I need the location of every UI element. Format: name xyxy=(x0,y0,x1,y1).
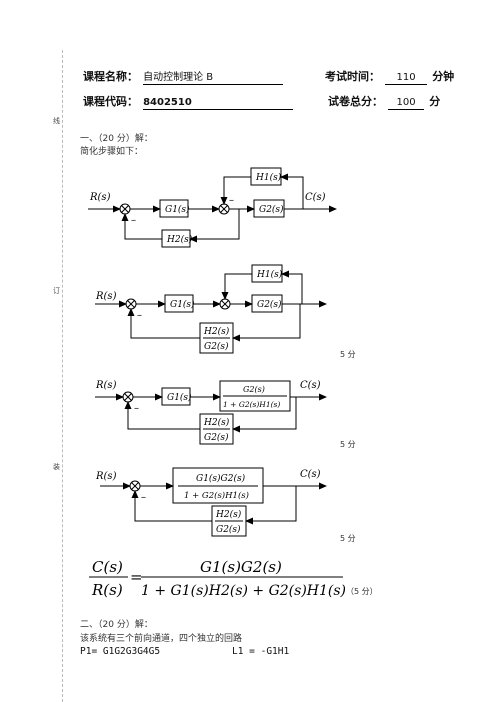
binding-line xyxy=(62,50,63,702)
d3-G2-num: G2(s) xyxy=(243,385,265,394)
d2-H1-label: H1(s) xyxy=(256,269,283,280)
total-score-unit: 分 xyxy=(429,95,441,108)
q2-p1: P1= G1G2G3G4G5 xyxy=(80,646,161,657)
formula-score: （5 分） xyxy=(346,587,378,596)
diagram-original: R(s) – G1(s) – G2(s) C(s) H1(s) H2(s) xyxy=(88,167,337,248)
formula-lhs-den: R(s) xyxy=(91,581,123,599)
q2-intro: 该系统有三个前向通道，四个独立的回路 xyxy=(80,634,243,644)
d3-G2-den: 1 + G2(s)H1(s) xyxy=(223,400,280,409)
course-name-value: 自动控制理论 B xyxy=(143,68,284,85)
d1-G2-label: G2(s) xyxy=(259,204,284,215)
q2-l1: L1 = -G1H1 xyxy=(232,646,290,657)
d3-C-label: C(s) xyxy=(300,380,321,391)
course-code-row: 课程代码： 8402510 xyxy=(83,90,294,110)
d2-minus-1: – xyxy=(137,310,142,321)
course-code-label: 课程代码： xyxy=(83,95,138,108)
score-step-3: 5 分 xyxy=(340,440,356,449)
d1-G1-label: G1(s) xyxy=(165,204,190,215)
q2-title: 二、（20 分）解： xyxy=(80,620,153,630)
d3-G1-label: G1(s) xyxy=(167,392,192,403)
score-step-2: 5 分 xyxy=(340,350,356,359)
total-score-value: 100 xyxy=(388,97,425,110)
binding-mark-xian: 线 xyxy=(53,117,60,125)
diagram-step-2: R(s) – G1(s) G2(s) H1(s) H2(s) G2(s) xyxy=(95,264,327,354)
exam-time-value: 110 xyxy=(385,72,428,85)
binding-mark-zhuang: 装 xyxy=(53,463,60,471)
d4-minus: – xyxy=(141,492,146,503)
score-step-4: 5 分 xyxy=(340,534,356,543)
binding-mark-ding: 订 xyxy=(53,287,60,295)
diagram-step-3: R(s) – G1(s) G2(s) 1 + G2(s)H1(s) C(s) H… xyxy=(95,380,327,445)
d3-H2-num: H2(s) xyxy=(203,417,230,428)
d3-R-label: R(s) xyxy=(95,380,117,391)
d4-combined-den: 1 + G2(s)H1(s) xyxy=(184,490,249,501)
d2-G2-den: G2(s) xyxy=(204,341,229,352)
exam-time-row: 考试时间： 110 分钟 xyxy=(325,65,454,85)
formula-lhs-num: C(s) xyxy=(92,558,123,576)
total-score-label: 试卷总分： xyxy=(328,95,383,108)
q1-intro: 简化步骤如下： xyxy=(80,147,144,157)
d2-H2-num: H2(s) xyxy=(203,326,230,337)
d3-G2-den2: G2(s) xyxy=(204,432,229,443)
d4-G2-den: G2(s) xyxy=(216,524,241,535)
d1-minus-2: – xyxy=(229,195,234,206)
diagram-step-4: R(s) – G1(s)G2(s) 1 + G2(s)H1(s) C(s) H2… xyxy=(95,467,327,537)
course-name-label: 课程名称： xyxy=(83,70,138,83)
formula-equals-sign: = xyxy=(130,568,143,586)
d4-combined-num: G1(s)G2(s) xyxy=(196,473,246,484)
d2-R-label: R(s) xyxy=(95,291,117,302)
formula-rhs-num: G1(s)G2(s) xyxy=(200,558,282,576)
total-score-row: 试卷总分： 100 分 xyxy=(328,90,440,110)
d1-R-label: R(s) xyxy=(89,192,111,203)
d3-minus: – xyxy=(134,403,139,414)
q1-title: 一、（20 分）解： xyxy=(80,134,153,144)
d1-C-label: C(s) xyxy=(305,192,326,203)
d1-H2-label: H2(s) xyxy=(166,234,193,245)
course-name-row: 课程名称： 自动控制理论 B xyxy=(83,65,284,85)
d3-closed-loop-G2-block xyxy=(219,380,291,412)
final-transfer-function: C(s) R(s) = G1(s)G2(s) 1 + G1(s)H2(s) + … xyxy=(89,558,378,599)
d2-G2-label: G2(s) xyxy=(257,299,282,310)
d4-H2-num: H2(s) xyxy=(215,509,242,520)
exam-time-unit: 分钟 xyxy=(432,70,455,83)
d1-minus-1: – xyxy=(131,215,136,226)
d4-R-label: R(s) xyxy=(95,471,117,482)
d1-H1-label: H1(s) xyxy=(255,172,282,183)
course-code-value: 8402510 xyxy=(143,97,294,110)
exam-time-label: 考试时间： xyxy=(325,70,380,83)
formula-rhs-den: 1 + G1(s)H2(s) + G2(s)H1(s) xyxy=(141,583,346,599)
d2-G1-label: G1(s) xyxy=(170,299,195,310)
d4-C-label: C(s) xyxy=(300,469,321,480)
